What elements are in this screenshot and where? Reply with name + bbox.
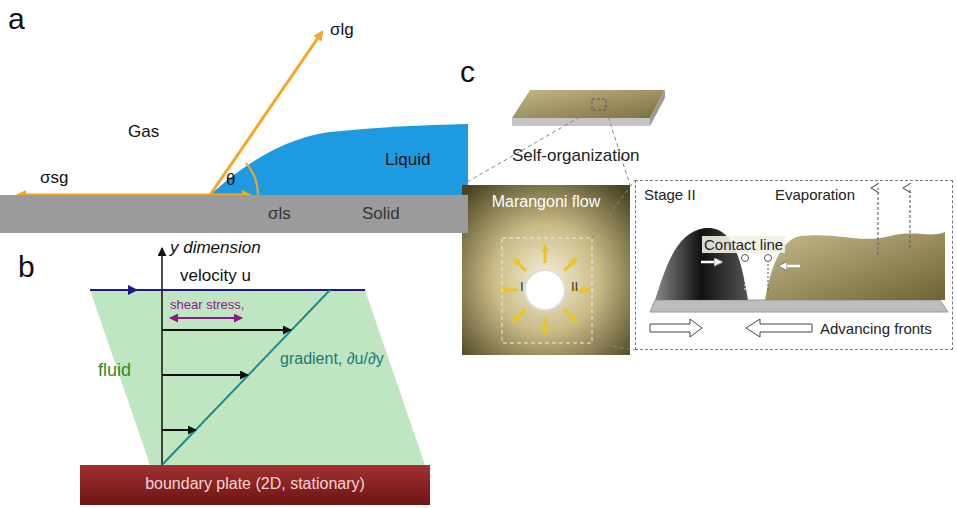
velocity-arrow [162, 374, 248, 376]
phase-label: Gas [128, 122, 159, 142]
region-label: fluid [98, 360, 131, 381]
flow-arrow [564, 309, 577, 322]
contact-dot [742, 255, 749, 262]
advancing-arrow [650, 319, 702, 337]
node-text: Marangoni flow [492, 193, 601, 211]
fluid-region [90, 290, 425, 465]
marangoni-box: Marangoni flow [462, 185, 630, 355]
velocity-arrow [162, 329, 291, 331]
flow-arrow [544, 245, 547, 263]
tension-arrow [210, 32, 322, 195]
gradient-label: gradient, ∂u/∂y [278, 350, 386, 368]
zoom-square [502, 238, 592, 343]
region-number: I [520, 280, 524, 295]
region-number: II [571, 280, 578, 295]
boundary-plate: boundary plate (2D, stationary) [80, 465, 430, 505]
hole [525, 270, 565, 310]
velocity-arrow [162, 429, 196, 431]
process-label: Advancing fronts [820, 320, 932, 337]
contact-dot [765, 255, 772, 262]
phase-label: Liquid [385, 150, 430, 170]
front-arrow [779, 265, 800, 268]
node-text: Stage II [644, 186, 696, 203]
flow-arrow [544, 317, 547, 335]
contact-label: Contact line [702, 236, 785, 253]
marangoni-image [462, 185, 630, 355]
zoom-line [592, 343, 635, 350]
angle-symbol: θ [226, 170, 235, 190]
panel-letter: c [460, 55, 475, 90]
gradient-line [162, 290, 330, 465]
shear-label: shear stress, [170, 298, 244, 313]
substrate-side [512, 118, 650, 126]
liquid-drop [210, 124, 468, 195]
velocity-head [128, 285, 138, 295]
tension-symbol: σsg [40, 168, 68, 188]
velocity-label: velocity u [180, 266, 251, 286]
caption-label: Self-organization [512, 146, 640, 166]
evaporation-arrow [877, 188, 878, 255]
substrate [650, 300, 948, 312]
substrate-side [650, 90, 665, 126]
solid-band: Solid [0, 195, 468, 233]
right-film [765, 232, 945, 300]
y-axis [161, 248, 163, 465]
tension-symbol: σlg [330, 20, 354, 40]
advancing-arrow [746, 319, 812, 337]
process-label: Evaporation [775, 186, 855, 203]
node-text: boundary plate (2D, stationary) [145, 475, 365, 493]
film-plate [512, 90, 665, 118]
front-arrow [701, 261, 722, 264]
flow-arrows [500, 245, 590, 335]
node-text: Solid [362, 204, 400, 224]
axis-label: y dimension [170, 238, 261, 258]
flow-arrow [513, 309, 526, 322]
angle-arc [246, 163, 258, 195]
panel-letter: b [18, 250, 35, 285]
shear-arrow [170, 317, 242, 319]
flow-arrow [564, 258, 577, 271]
zoom-square [592, 99, 606, 110]
flow-arrow [500, 289, 518, 292]
flow-arrow [513, 258, 526, 271]
evaporation-arrow [909, 188, 910, 248]
tension-symbol: σls [268, 204, 291, 224]
panel-letter: a [8, 2, 25, 37]
